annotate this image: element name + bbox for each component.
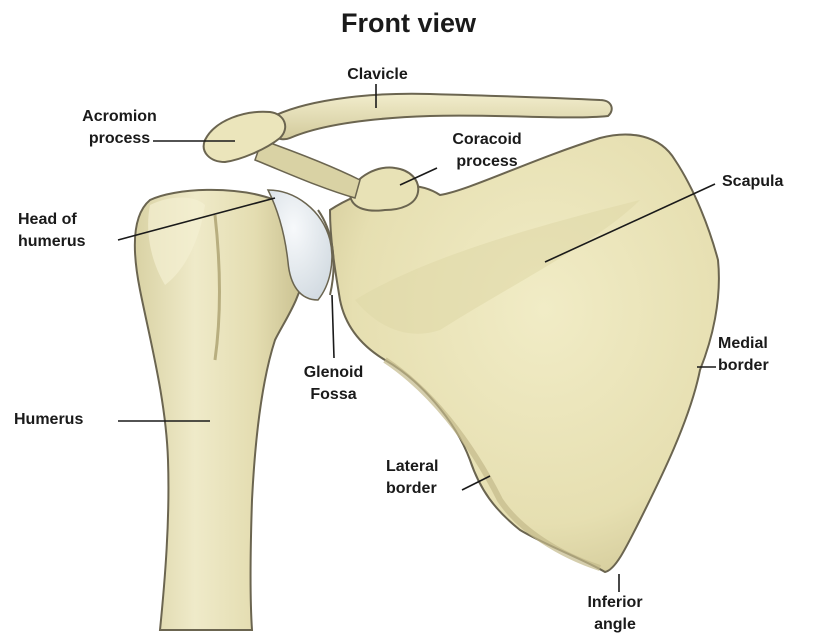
leader-glenoid [332, 295, 334, 358]
label-lateral-border-line2: border [386, 478, 438, 500]
label-medial-border-line1: Medial [718, 333, 769, 355]
label-head-of-humerus-line1: Head of [18, 209, 86, 231]
label-glenoid-line1: Glenoid [286, 362, 381, 384]
label-clavicle: Clavicle [335, 64, 420, 86]
label-acromion-process: Acromion process [62, 106, 177, 150]
label-coracoid-line2: process [437, 151, 537, 173]
label-scapula-text: Scapula [722, 171, 783, 193]
label-clavicle-text: Clavicle [335, 64, 420, 86]
label-medial-border-line2: border [718, 355, 769, 377]
label-humerus-text: Humerus [14, 409, 83, 431]
label-lateral-border-line1: Lateral [386, 456, 438, 478]
label-head-of-humerus-line2: humerus [18, 231, 86, 253]
label-coracoid-process: Coracoid process [437, 129, 537, 173]
label-scapula: Scapula [722, 171, 783, 193]
coracoclavicular-ligament [255, 140, 360, 198]
label-acromion-line1: Acromion [62, 106, 177, 128]
label-humerus: Humerus [14, 409, 83, 431]
label-glenoid-line2: Fossa [286, 384, 381, 406]
label-glenoid-fossa: Glenoid Fossa [286, 362, 381, 406]
coracoid-bone [350, 167, 418, 210]
label-inferior-angle: Inferior angle [570, 592, 660, 636]
label-inferior-angle-line1: Inferior [570, 592, 660, 614]
label-inferior-angle-line2: angle [570, 614, 660, 636]
label-lateral-border: Lateral border [386, 456, 438, 500]
label-acromion-line2: process [62, 128, 177, 150]
label-medial-border: Medial border [718, 333, 769, 377]
label-coracoid-line1: Coracoid [437, 129, 537, 151]
label-head-of-humerus: Head of humerus [18, 209, 86, 253]
